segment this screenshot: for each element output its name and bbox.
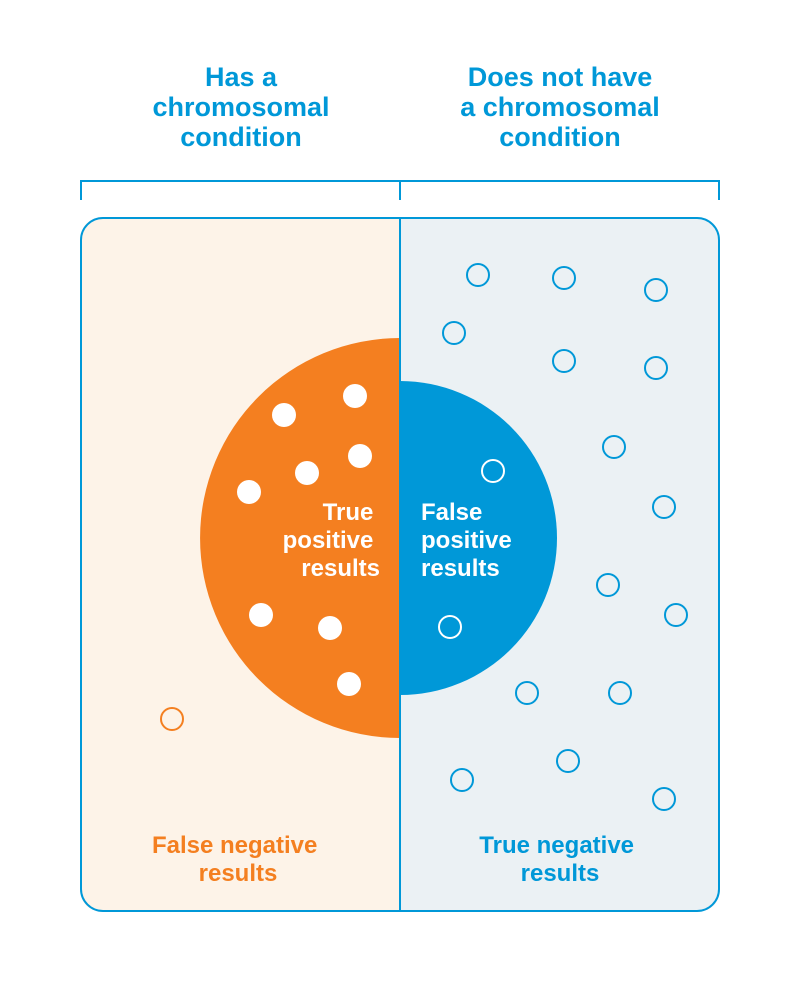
dot: [481, 459, 505, 483]
dot: [596, 573, 620, 597]
label-line: True: [323, 499, 374, 526]
heading-line: Does not have: [467, 62, 653, 92]
dot: [652, 787, 676, 811]
dot: [466, 263, 490, 287]
dot: [515, 681, 539, 705]
heading-line: condition: [180, 122, 302, 152]
dot: [644, 356, 668, 380]
dot: [348, 444, 372, 468]
dot: [438, 615, 462, 639]
dot: [343, 384, 367, 408]
label-line: True negative: [479, 832, 634, 859]
false-negative-dots: [160, 707, 184, 731]
bracket: [80, 180, 720, 200]
label-line: positive: [283, 527, 374, 554]
dot: [664, 603, 688, 627]
true-positive-half-circle: [200, 338, 400, 738]
true-negative-dots: [442, 263, 688, 811]
label-line: results: [301, 555, 380, 582]
heading-line: Has a: [204, 62, 278, 92]
label-line: False: [421, 499, 482, 526]
label-line: False negative: [152, 832, 317, 859]
false-positive-half-circle: [400, 381, 557, 695]
heading-has-condition: Has a chromosomal condition: [81, 62, 401, 152]
heading-line: condition: [499, 122, 621, 152]
dot: [602, 435, 626, 459]
dot: [556, 749, 580, 773]
dot: [652, 495, 676, 519]
label-line: results: [521, 860, 600, 887]
dot: [442, 321, 466, 345]
false-positive-label: False positive results: [421, 499, 518, 582]
label-line: positive: [421, 527, 512, 554]
true-positive-label: True positive results: [283, 499, 380, 582]
dot: [237, 480, 261, 504]
heading-line: chromosomal: [152, 92, 330, 122]
right-panel-background: [400, 218, 719, 911]
dot: [552, 266, 576, 290]
dot: [295, 461, 319, 485]
heading-line: a chromosomal: [460, 92, 660, 122]
label-line: results: [421, 555, 500, 582]
dot: [318, 616, 342, 640]
false-positive-dots: [438, 459, 505, 639]
dot: [644, 278, 668, 302]
dot: [450, 768, 474, 792]
heading-no-condition: Does not have a chromosomal condition: [400, 62, 720, 152]
label-line: results: [199, 860, 278, 887]
dot: [552, 349, 576, 373]
dot: [337, 672, 361, 696]
true-positive-dots: [237, 384, 372, 696]
false-negative-label: False negative results: [152, 832, 324, 887]
dot: [249, 603, 273, 627]
dot: [160, 707, 184, 731]
dot: [272, 403, 296, 427]
true-negative-label: True negative results: [479, 832, 640, 887]
dot: [608, 681, 632, 705]
